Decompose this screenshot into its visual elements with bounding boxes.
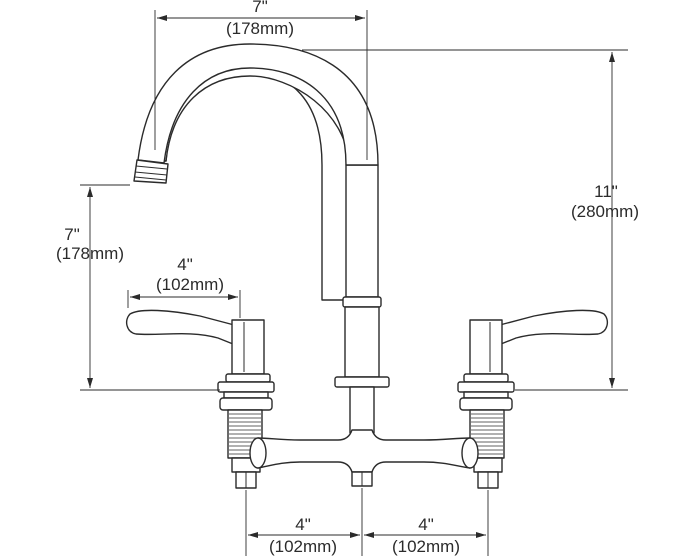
spread-left-mm: (102mm) xyxy=(269,537,337,556)
spread-right-mm: (102mm) xyxy=(392,537,460,556)
spout-height-inches: 7" xyxy=(64,225,80,244)
spout-reach-inches: 7" xyxy=(252,0,268,16)
left-lever-handle xyxy=(125,309,275,459)
spread-left-inches: 4" xyxy=(295,515,311,534)
spout-height-dimension: 7" (178mm) xyxy=(56,184,220,391)
spout-reach-dimension: 7" (178mm) xyxy=(154,0,368,160)
handle-length-mm: (102mm) xyxy=(156,275,224,294)
gooseneck-spout xyxy=(133,43,390,434)
right-valve-body xyxy=(473,457,503,489)
overall-height-inches: 11" xyxy=(594,182,618,201)
bottom-spread-dimensions: 4" (102mm) 4" (102mm) xyxy=(245,488,489,556)
right-lever-handle xyxy=(457,309,609,459)
spread-right-inches: 4" xyxy=(418,515,434,534)
handle-length-inches: 4" xyxy=(177,255,193,274)
overall-height-dimension: 11" (280mm) xyxy=(302,49,639,391)
spout-height-mm: (178mm) xyxy=(56,244,124,263)
handle-length-dimension: 4" (102mm) xyxy=(127,255,241,318)
supply-connectors xyxy=(249,429,479,487)
right-shank-threads xyxy=(471,413,503,455)
overall-height-mm: (280mm) xyxy=(571,202,639,221)
spout-reach-mm: (178mm) xyxy=(226,19,294,38)
